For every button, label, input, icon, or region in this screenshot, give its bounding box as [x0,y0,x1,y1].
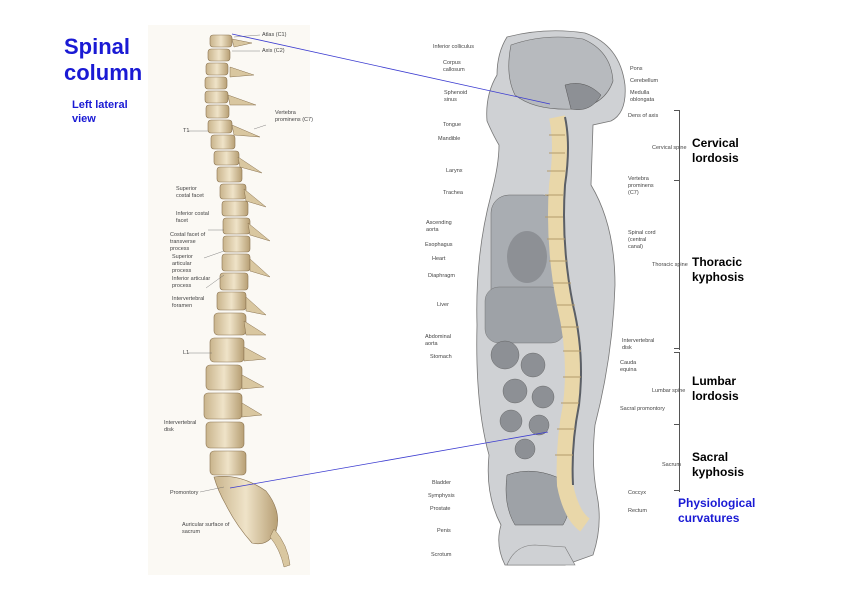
spine-label-intervertebral-disk: Intervertebral disk [164,420,197,433]
spine-label-intervertebral-foramen: Intervertebral foramen [172,296,205,309]
bracket-tick [674,180,680,181]
curvature-thoracic-line1: Thoracic [692,255,743,269]
body-label-larynx: Larynx [446,168,463,174]
spinal-column-illustration [148,25,310,575]
body-label-liver: Liver [437,302,449,308]
spine-label-axis: Axis (C2) [262,48,285,54]
curvature-thoracic-line2: kyphosis [692,270,745,284]
lumbar-bracket [679,352,680,492]
body-label-abdominal-aorta: Abdominal aorta [425,334,451,347]
spine-label-vertebra-prominens: Vertebra prominens (C7) [275,110,313,123]
body-label-diaphragm: Diaphragm [428,273,455,279]
region-label-thoracic: Thoracic spine [652,262,688,268]
curvature-lumbar: Lumbar lordosis [692,374,739,404]
body-label-ascending-aorta: Ascending aorta [426,220,452,233]
body-label-corpus-callosum: Corpus callosum [443,60,465,73]
body-label-coccyx: Coccyx [628,490,647,496]
body-label-penis: Penis [437,528,451,534]
body-label-prostate: Prostate [430,506,451,512]
physiological-line1: Physiological [678,496,756,510]
curvature-cervical: Cervical lordosis [692,136,739,166]
slide-title: Spinal column [64,34,142,86]
body-label-heart: Heart [432,256,446,262]
bracket-tick [674,490,680,491]
spine-label-atlas: Atlas (C1) [262,32,287,38]
curvature-cervical-line1: Cervical [692,136,739,150]
subtitle-line-2: view [72,113,96,125]
vertebral-bodies [203,34,251,476]
curvature-lumbar-line2: lordosis [692,389,739,403]
coccyx-shape [269,528,291,568]
spine-label-inferior-articular: Inferior articular process [172,276,211,289]
body-label-esophagus: Esophagus [425,242,453,248]
slide-subtitle: Left lateral view [72,98,152,126]
body-label-cerebellum: Cerebellum [630,78,659,84]
body-label-pons: Pons [630,66,643,72]
spine-label-superior-articular: Superior articular process [172,254,193,274]
spine-label-auricular-surface: Auricular surface of sacrum [182,522,230,535]
body-label-dens: Dens of axis [628,113,659,119]
bracket-tick [674,352,680,353]
body-label-sphenoid-sinus: Sphenoid sinus [444,90,468,103]
curvature-cervical-line2: lordosis [692,151,739,165]
curvature-sacral-line2: kyphosis [692,465,745,479]
bracket-tick [674,424,680,425]
body-label-bladder: Bladder [432,480,451,486]
bracket-tick [674,348,680,349]
title-line-2: column [64,60,143,85]
physiological-curvatures-label: Physiological curvatures [678,496,755,526]
body-label-cauda-equina: Cauda equina [620,360,637,373]
sagittal-section-illustration [415,25,675,575]
body-label-stomach: Stomach [430,354,452,360]
curvature-sacral-line1: Sacral [692,450,729,464]
region-label-lumbar: Lumbar spine [652,388,686,394]
sacrum-shape [213,476,278,545]
curvature-sacral: Sacral kyphosis [692,450,744,480]
body-label-scrotum: Scrotum [431,552,452,558]
spine-label-l1: L1 [183,350,190,356]
body-label-sacral-promontory: Sacral promontory [620,406,665,412]
body-label-intervertebral-disk-section: Intervertebral disk [622,338,655,351]
spine-curve [548,115,591,532]
curvature-lumbar-line1: Lumbar [692,374,737,388]
spine-label-superior-costal-facet: Superior costal facet [176,186,204,199]
body-label-rectum: Rectum [628,508,647,514]
body-label-tongue: Tongue [443,122,462,128]
spine-label-inferior-costal-facet: Inferior costal facet [176,211,210,224]
cervical-bracket [679,110,680,350]
region-label-sacrum: Sacrum [662,462,681,468]
body-label-trachea: Trachea [443,190,463,196]
spine-label-costal-facet-transverse: Costal facet of transverse process [170,232,206,252]
subtitle-line-1: Left lateral [72,99,128,111]
spine-label-promontory: Promontory [170,490,199,496]
physiological-line2: curvatures [678,511,740,525]
curvature-thoracic: Thoracic kyphosis [692,255,744,285]
spinous-processes [227,38,271,418]
bracket-tick [674,110,680,111]
body-label-symphysis: Symphysis [428,493,455,499]
body-label-vertebra-prominens-section: Vertebra prominens (C7) [628,176,654,196]
spine-label-t1: T1 [183,128,190,134]
body-label-mandible: Mandible [438,136,461,142]
region-label-cervical: Cervical spine [652,145,687,151]
body-label-inferior-colliculus: Inferior colliculus [433,44,474,50]
title-line-1: Spinal [64,34,131,59]
body-label-spinal-cord: Spinal cord (central canal) [628,230,656,250]
body-label-medulla: Medulla oblongata [630,90,655,103]
